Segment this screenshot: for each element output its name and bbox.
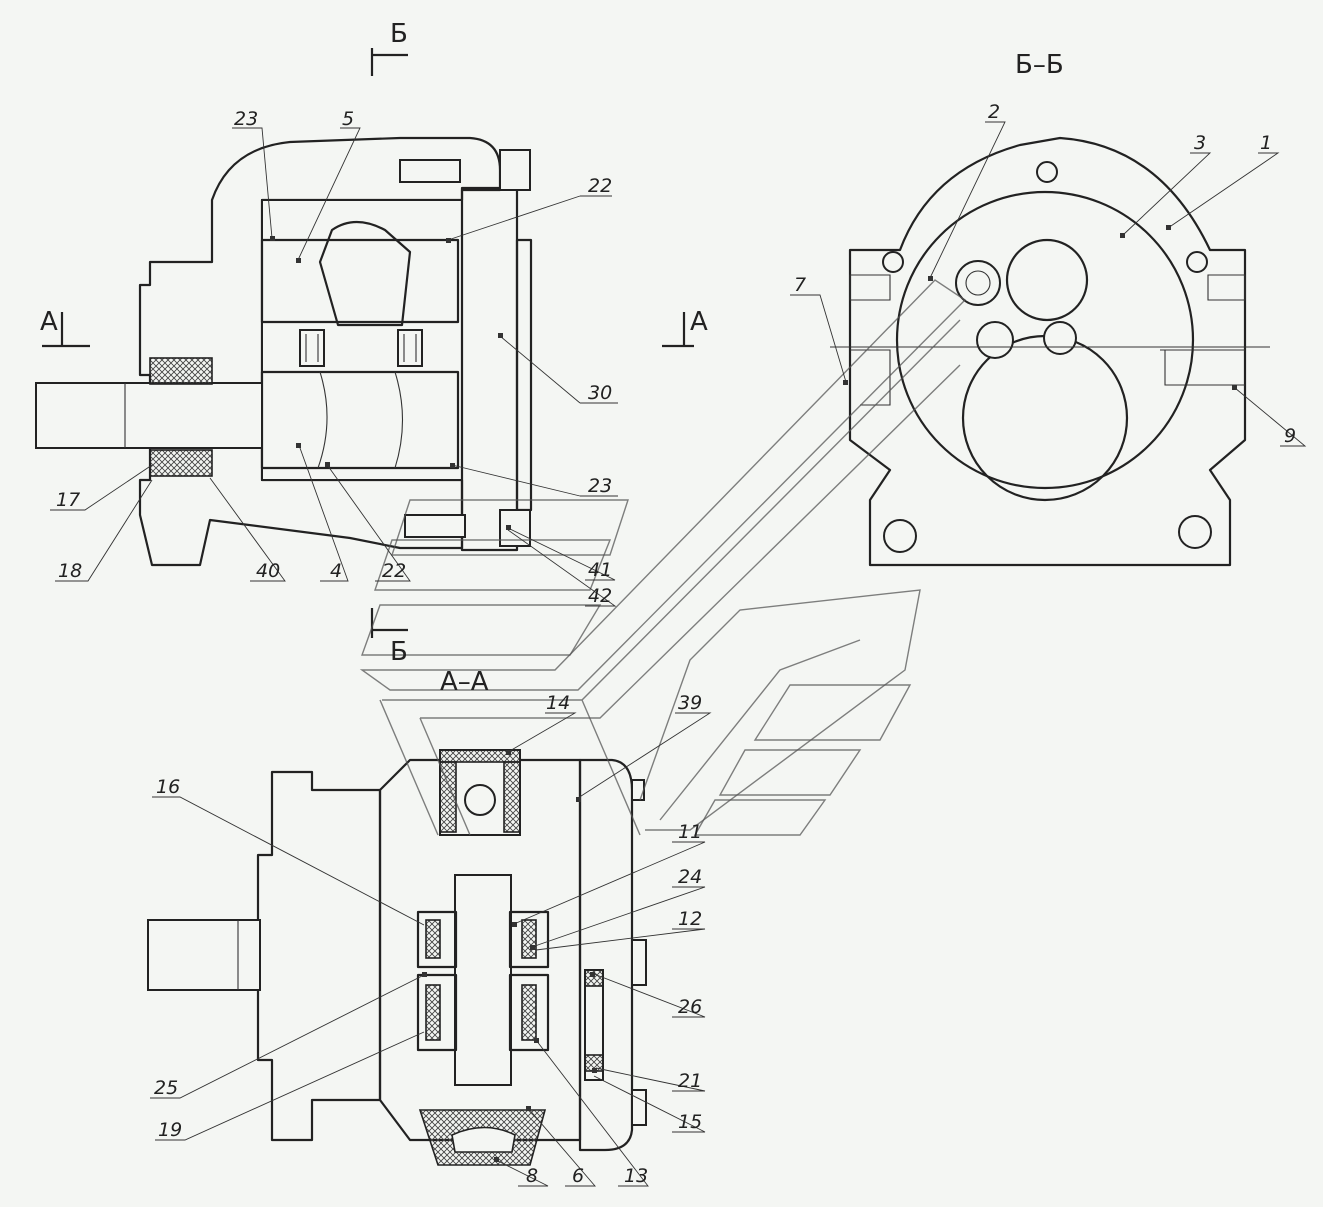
section-title-bb: Б–Б	[1015, 50, 1064, 80]
aa-shaft	[454, 874, 512, 1086]
section-title-aa: А–А	[440, 667, 489, 697]
callout-39: 39	[678, 692, 702, 714]
callout-21: 21	[678, 1070, 702, 1092]
ghost-lines	[359, 279, 967, 836]
section-titles: А–А Б–Б Б Б А А	[40, 19, 1064, 697]
seal-lower	[149, 449, 213, 477]
cover-30	[460, 186, 519, 552]
cut-line-a-left	[42, 312, 90, 348]
cut-line-a-right	[662, 312, 694, 348]
callout-22-bottom: 22	[382, 560, 406, 582]
section-bb-view	[830, 136, 1270, 567]
bb-hole-right	[1178, 515, 1212, 549]
bb-hole-tr	[1186, 251, 1208, 273]
callout-6: 6	[572, 1165, 584, 1187]
callout-11: 11	[678, 821, 702, 843]
callout-23-top: 23	[234, 108, 258, 130]
callout-24: 24	[678, 866, 702, 888]
gear-5-tooth	[318, 220, 412, 327]
bolt-top	[399, 159, 461, 183]
cut-label-a-right: А	[690, 307, 708, 337]
bb-hole-left	[883, 519, 917, 553]
bb-gear-upper	[1005, 238, 1089, 322]
aa-piston	[584, 969, 604, 1081]
callout-26: 26	[678, 996, 702, 1018]
callout-25: 25	[154, 1077, 178, 1099]
seal-upper	[149, 357, 213, 385]
housing-body	[138, 136, 502, 567]
callout-17: 17	[56, 489, 80, 511]
cut-line-b-top	[370, 48, 408, 76]
callout-18: 18	[58, 560, 82, 582]
callout-7: 7	[794, 274, 806, 296]
callout-19: 19	[158, 1119, 182, 1141]
cut-label-a-left: А	[40, 307, 58, 337]
housing-bore	[261, 199, 463, 481]
aa-flange	[256, 770, 382, 1142]
aa-boss	[631, 939, 647, 986]
callout-13: 13	[624, 1165, 648, 1187]
aa-port-hole	[464, 784, 496, 816]
bb-plate-right	[1160, 274, 1246, 386]
bb-plate-left	[849, 274, 891, 406]
callout-14: 14	[546, 692, 570, 714]
leader-lines	[50, 121, 1307, 1187]
longitudinal-section-view	[35, 48, 694, 638]
callout-22-top: 22	[588, 175, 612, 197]
aa-bearing-right	[508, 910, 550, 1052]
aa-bearing-left	[416, 910, 458, 1052]
aa-boss-2	[631, 1089, 647, 1126]
callout-41: 41	[588, 559, 612, 581]
callout-16: 16	[156, 776, 180, 798]
cut-line-b-bottom	[370, 608, 408, 638]
callout-12: 12	[678, 908, 702, 930]
bb-hole-tl	[882, 251, 904, 273]
bushing-left	[299, 329, 325, 367]
callout-8: 8	[526, 1165, 538, 1187]
callout-30: 30	[588, 382, 612, 404]
cut-label-b-bottom: Б	[390, 637, 408, 667]
drive-shaft	[35, 382, 263, 449]
bolt-top-head	[499, 149, 531, 191]
bb-housing	[848, 136, 1247, 567]
gear-5	[260, 238, 460, 324]
bb-pin-mid	[976, 321, 1014, 359]
callout-5: 5	[342, 108, 354, 130]
callout-40: 40	[256, 560, 280, 582]
callout-numbers: 23 5 22 30 23 17 18 40 4 22 41 42 2 3 1 …	[56, 101, 1296, 1187]
bb-pin-right	[1043, 321, 1077, 355]
bushing-right	[397, 329, 423, 367]
section-aa-view	[147, 749, 647, 1166]
callout-9: 9	[1284, 425, 1296, 447]
bolt-bottom	[404, 514, 466, 538]
cut-label-b-top: Б	[390, 19, 408, 49]
bb-pin-left	[955, 260, 1001, 306]
aa-cover	[578, 758, 634, 1152]
callout-23-bottom: 23	[588, 475, 612, 497]
bb-hole-top	[1036, 161, 1058, 183]
cover-boss	[515, 238, 533, 512]
callout-3: 3	[1194, 132, 1206, 154]
callout-42: 42	[588, 585, 612, 607]
callout-15: 15	[678, 1111, 702, 1133]
aa-boss-top	[631, 779, 645, 801]
aa-port-top-seal	[439, 749, 521, 763]
callout-2: 2	[988, 101, 1000, 123]
callout-4: 4	[330, 560, 342, 582]
gear-4-contour	[317, 371, 404, 469]
aa-shaft-stub	[147, 919, 261, 991]
callout-1: 1	[1260, 132, 1272, 154]
